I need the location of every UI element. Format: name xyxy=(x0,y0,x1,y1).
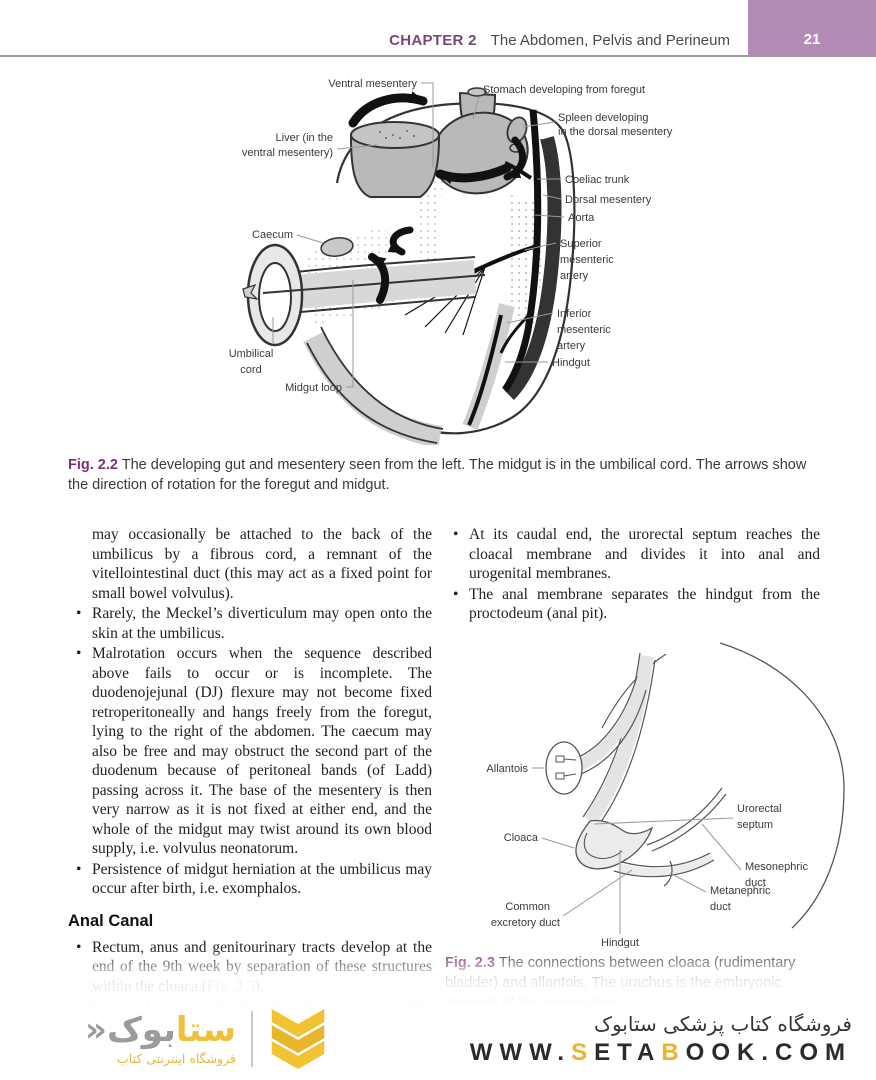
page-number-box: 21 xyxy=(748,0,876,55)
logo-wordmark-block: ستابوک« فروشگاه اینترنتی کتاب xyxy=(85,1013,236,1066)
url-part-yellow: B xyxy=(661,1038,686,1066)
fig2-2-caption-text: The developing gut and mesentery seen fr… xyxy=(68,457,807,493)
section-heading-anal-canal: Anal Canal xyxy=(68,911,154,930)
label-sma-2: mesenteric xyxy=(560,254,614,266)
label-metanephric-2: duct xyxy=(710,901,731,913)
label-umbilical-1: Umbilical xyxy=(229,348,274,360)
logo-wordmark: ستابوک« xyxy=(85,1013,236,1047)
footer-watermark: ستابوک« فروشگاه اینترنتی کتاب فروشگاه کت… xyxy=(0,1004,876,1080)
label-spleen-2: in the dorsal mesentery xyxy=(558,126,673,138)
fig2-3-illustration: Allantois Cloaca Common excretory duct H… xyxy=(486,641,845,949)
label-midgut-loop: Midgut loop xyxy=(285,382,342,394)
bullet-item: Rarely, the Meckel’s diverticulum may op… xyxy=(68,604,432,643)
label-dorsal-mesentery: Dorsal mesentery xyxy=(565,194,652,206)
label-hindgut: Hindgut xyxy=(552,357,590,369)
footer-url: WWW.SETABOOK.COM xyxy=(470,1039,852,1067)
label-ventral-mesentery: Ventral mesentery xyxy=(328,78,417,90)
label-common-1: Common xyxy=(505,901,550,913)
figure-2-3: Allantois Cloaca Common excretory duct H… xyxy=(442,638,872,949)
page-header: CHAPTER 2 The Abdomen, Pelvis and Perine… xyxy=(0,0,876,57)
label-liver-1: Liver (in the xyxy=(276,132,333,144)
logo-text-yellow: ستا xyxy=(175,1009,236,1050)
fig2-2-illustration: Ventral mesentery Stomach developing fro… xyxy=(229,78,673,448)
label-urorectal-2: septum xyxy=(737,819,773,831)
label-ima-3: artery xyxy=(557,340,586,352)
label-urorectal-1: Urorectal xyxy=(737,803,782,815)
bullet-item: Persistence of midgut herniation at the … xyxy=(68,860,432,899)
logo-guillemet: « xyxy=(85,1009,107,1050)
footer-store-title: فروشگاه کتاب پزشکی ستابوک xyxy=(594,1011,852,1036)
running-head: CHAPTER 2 The Abdomen, Pelvis and Perine… xyxy=(389,32,730,49)
url-part: ETA xyxy=(594,1038,662,1066)
page-number: 21 xyxy=(803,31,821,48)
label-allantois: Allantois xyxy=(486,763,528,775)
label-stomach: Stomach developing from foregut xyxy=(483,84,645,96)
label-ima-1: Inferior xyxy=(557,308,592,320)
label-mesonephric-2: duct xyxy=(745,877,766,889)
bottom-fade xyxy=(0,948,876,1008)
label-cloaca: Cloaca xyxy=(504,832,539,844)
url-part-yellow: S xyxy=(571,1038,595,1066)
label-spleen-1: Spleen developing xyxy=(558,112,649,124)
label-coeliac-trunk: Coeliac trunk xyxy=(565,174,630,186)
label-liver-2: ventral mesentery) xyxy=(242,147,333,159)
bullet-item: The anal membrane separates the hindgut … xyxy=(445,585,820,624)
label-aorta: Aorta xyxy=(568,212,595,224)
chevrons-icon xyxy=(271,1009,325,1069)
label-caecum: Caecum xyxy=(252,229,293,241)
label-sma-3: artery xyxy=(560,270,589,282)
logo-text-gray: بوک xyxy=(106,1009,176,1050)
footer-right: فروشگاه کتاب پزشکی ستابوک WWW.SETABOOK.C… xyxy=(470,1012,852,1067)
label-metanephric-1: Metanephric xyxy=(710,885,771,897)
label-mesonephric-1: Mesonephric xyxy=(745,861,808,873)
setabook-logo: ستابوک« فروشگاه اینترنتی کتاب xyxy=(85,1007,328,1071)
logo-divider xyxy=(250,1011,253,1067)
fig2-2-caption-tag: Fig. 2.2 xyxy=(68,457,118,473)
bullet-item: Malrotation occurs when the sequence des… xyxy=(68,644,432,859)
label-ima-2: mesenteric xyxy=(557,324,611,336)
figure-2-2: Ventral mesentery Stomach developing fro… xyxy=(55,75,845,448)
label-hindgut-2: Hindgut xyxy=(601,937,639,948)
url-part: OOK.COM xyxy=(685,1038,852,1066)
label-sma-1: Superior xyxy=(560,238,602,250)
logo-tagline: فروشگاه اینترنتی کتاب xyxy=(117,1050,236,1066)
label-common-2: excretory duct xyxy=(491,917,560,929)
label-umbilical-2: cord xyxy=(240,364,261,376)
fig2-2-caption: Fig. 2.2 The developing gut and mesenter… xyxy=(68,455,820,495)
continuation-paragraph: may occasionally be attached to the back… xyxy=(92,526,432,602)
header-rule xyxy=(0,55,876,57)
url-part: WWW. xyxy=(469,1038,572,1066)
chapter-title: The Abdomen, Pelvis and Perineum xyxy=(490,32,730,49)
bullet-item: At its caudal end, the urorectal septum … xyxy=(445,525,820,584)
chapter-label: CHAPTER 2 xyxy=(389,32,477,49)
